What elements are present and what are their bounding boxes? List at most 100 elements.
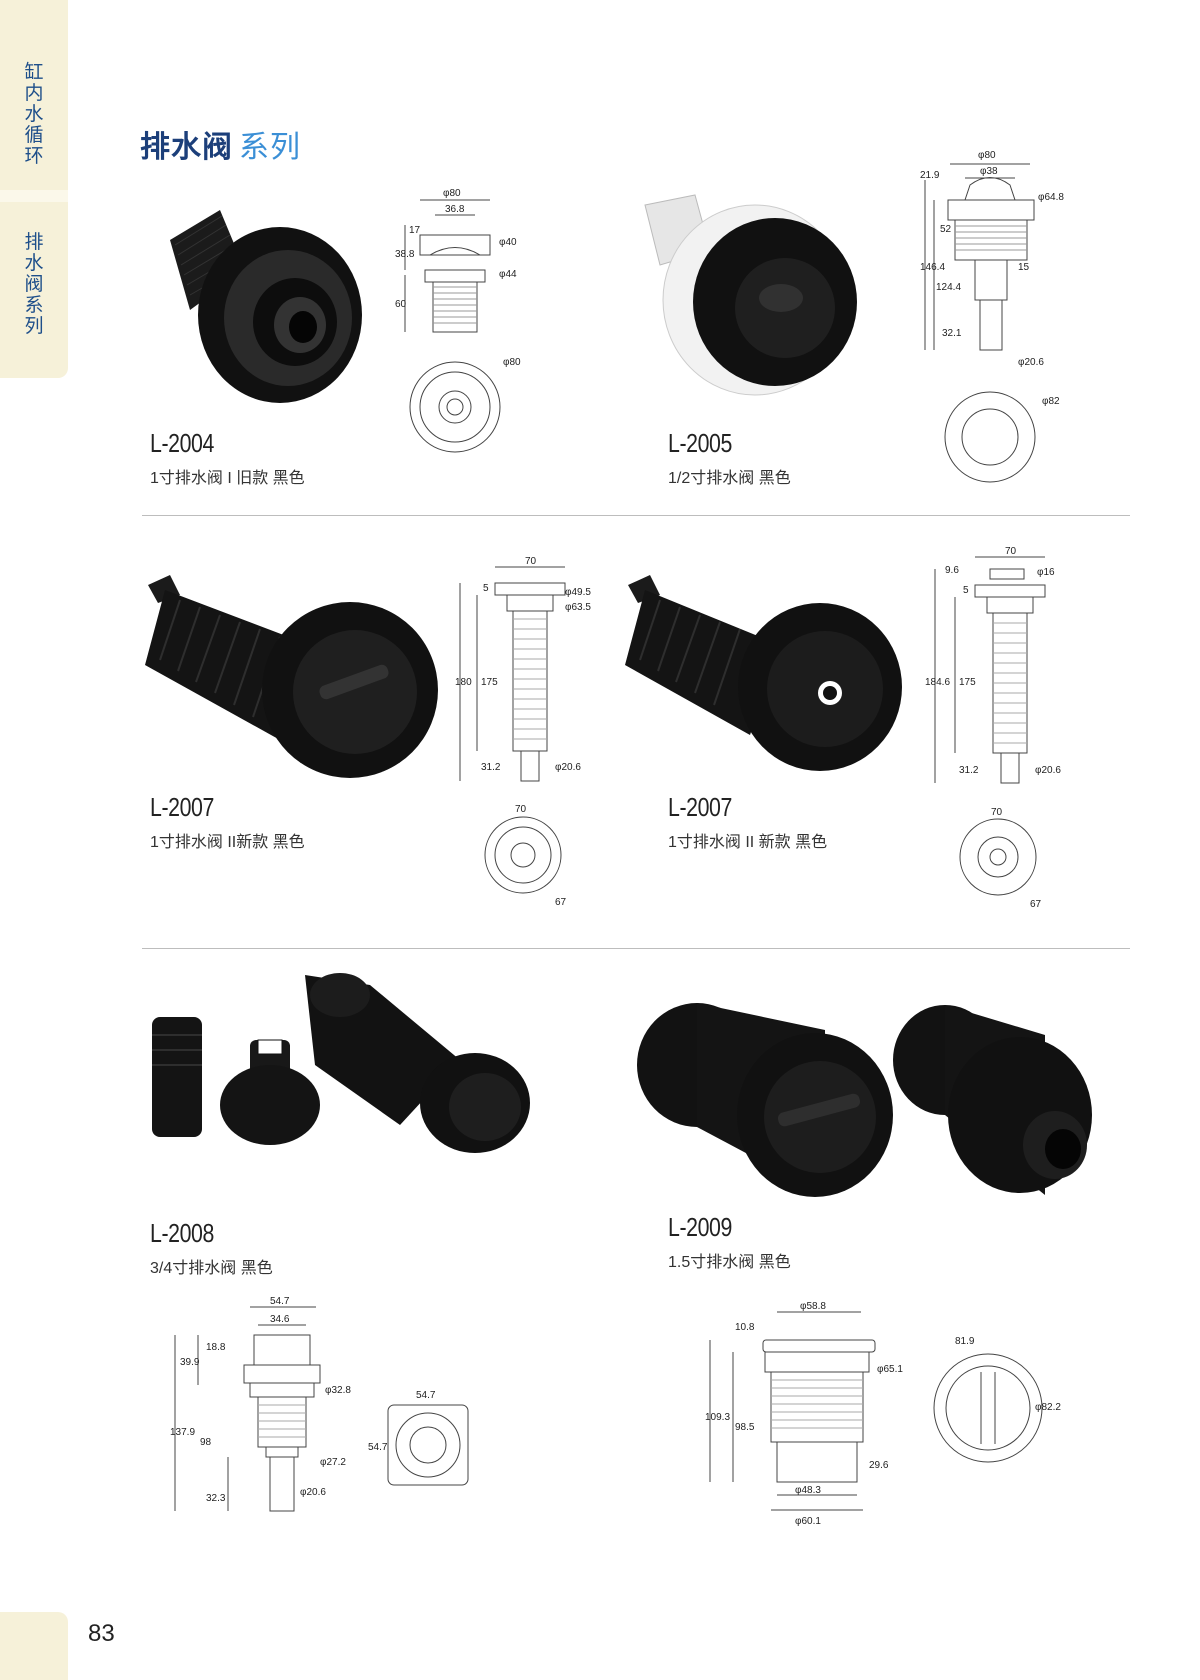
technical-drawing-l2007-a: 70 5 φ49.5 φ63.5 180 175 31.2 φ20.6 70 6… — [455, 556, 591, 908]
dim-label: 29.6 — [869, 1460, 889, 1471]
dim-label: φ80 — [443, 188, 461, 199]
dim-label: 137.9 — [170, 1427, 195, 1438]
dim-label: 32.3 — [206, 1493, 226, 1504]
dim-label: φ49.5 — [565, 587, 591, 598]
product-code: L-2005 — [668, 428, 732, 458]
dim-label: 81.9 — [955, 1336, 975, 1347]
dim-label: 146.4 — [920, 262, 945, 273]
sidebar-char: 水 — [24, 104, 44, 125]
dim-label: φ82.2 — [1035, 1402, 1061, 1413]
product-description: 1.5寸排水阀 黑色 — [668, 1254, 791, 1271]
dim-label: φ20.6 — [1035, 765, 1061, 776]
dim-label: 98 — [200, 1437, 212, 1448]
sidebar-char: 列 — [24, 316, 44, 337]
dim-label: 70 — [991, 807, 1003, 818]
dim-label: 184.6 — [925, 677, 950, 688]
dim-label: 5 — [483, 583, 489, 594]
product-photo-l2008 — [152, 973, 530, 1153]
sidebar-char: 水 — [24, 253, 44, 274]
dim-label: φ58.8 — [800, 1301, 826, 1312]
product-photo-l2004 — [170, 210, 362, 403]
dim-label: 54.7 — [416, 1390, 436, 1401]
dim-label: 175 — [481, 677, 498, 688]
product-description: 1/2寸排水阀 黑色 — [668, 470, 791, 487]
dim-label: 36.8 — [445, 204, 465, 215]
product-photo-l2009 — [637, 1003, 1092, 1197]
dim-label: 54.7 — [270, 1296, 290, 1307]
dim-label: φ40 — [499, 237, 517, 248]
dim-label: φ60.1 — [795, 1516, 821, 1527]
product-photo-l2005 — [644, 194, 857, 396]
dim-label: φ44 — [499, 269, 517, 280]
sidebar-char: 内 — [24, 83, 44, 104]
footer-tab — [0, 1612, 68, 1680]
sidebar-tab-circulation[interactable]: 缸 内 水 循 环 — [0, 0, 68, 190]
dim-label: 70 — [1005, 546, 1017, 557]
technical-drawing-l2005: φ80 φ38 21.9 φ64.8 52 146.4 124.4 15 32.… — [920, 150, 1064, 483]
page-title-sub: 系列 — [239, 131, 301, 164]
dim-label: 31.2 — [959, 765, 979, 776]
product-code: L-2004 — [150, 428, 214, 458]
dim-label: 70 — [525, 556, 537, 567]
dim-label: φ20.6 — [555, 762, 581, 773]
page-number: 83 — [88, 1620, 115, 1647]
dim-label: φ20.6 — [300, 1487, 326, 1498]
dim-label: 17 — [409, 225, 421, 236]
product-code: L-2008 — [150, 1218, 214, 1248]
dim-label: 124.4 — [936, 282, 961, 293]
dim-label: 15 — [1018, 262, 1030, 273]
dim-label: 180 — [455, 677, 472, 688]
sidebar-char: 缸 — [24, 62, 44, 83]
dim-label: φ80 — [503, 357, 521, 368]
sidebar-char: 阀 — [24, 274, 44, 295]
dim-label: φ65.1 — [877, 1364, 903, 1375]
section-divider — [142, 515, 1130, 516]
sidebar-char: 环 — [24, 146, 44, 167]
dim-label: φ16 — [1037, 567, 1055, 578]
dim-label: 39.9 — [180, 1357, 200, 1368]
dim-label: φ38 — [980, 166, 998, 177]
sidebar-char: 排 — [24, 232, 44, 253]
dim-label: φ48.3 — [795, 1485, 821, 1496]
dim-label: φ64.8 — [1038, 192, 1064, 203]
dim-label: φ27.2 — [320, 1457, 346, 1468]
technical-drawing-l2007-b: 70 9.6 5 φ16 184.6 175 31.2 φ20.6 70 67 — [925, 546, 1061, 910]
product-code: L-2007 — [150, 792, 214, 822]
dim-label: 109.3 — [705, 1412, 730, 1423]
dim-label: φ63.5 — [565, 602, 591, 613]
dim-label: 98.5 — [735, 1422, 755, 1433]
dim-label: 67 — [555, 897, 567, 908]
page-title-main: 排水阀 — [140, 131, 233, 164]
product-description: 1寸排水阀 I 旧款 黑色 — [150, 470, 305, 487]
sidebar-divider — [0, 190, 68, 202]
sidebar-tab-drain-valve[interactable]: 排 水 阀 系 列 — [0, 202, 68, 378]
sidebar-char: 系 — [24, 295, 44, 316]
sidebar-char: 循 — [24, 125, 44, 146]
section-divider — [142, 948, 1130, 949]
dim-label: 175 — [959, 677, 976, 688]
dim-label: 9.6 — [945, 565, 959, 576]
dim-label: 70 — [515, 804, 527, 815]
technical-drawing-l2008: 54.7 34.6 18.8 39.9 φ32.8 137.9 98 φ27.2… — [170, 1296, 469, 1512]
dim-label: 54.7 — [368, 1442, 388, 1453]
product-code: L-2007 — [668, 792, 732, 822]
page-title: 排水阀系列 — [140, 122, 301, 166]
product-description: 1寸排水阀 II新款 黑色 — [150, 834, 305, 851]
product-description: 3/4寸排水阀 黑色 — [150, 1260, 273, 1277]
product-photo-l2007-b — [625, 575, 902, 771]
product-code: L-2009 — [668, 1212, 732, 1242]
dim-label: φ20.6 — [1018, 357, 1044, 368]
dim-label: 5 — [963, 585, 969, 596]
dim-label: φ82 — [1042, 396, 1060, 407]
dim-label: φ80 — [978, 150, 996, 161]
dim-label: 67 — [1030, 899, 1042, 910]
dim-label: 32.1 — [942, 328, 962, 339]
dim-label: φ32.8 — [325, 1385, 351, 1396]
technical-drawing-l2009: φ58.8 10.8 φ65.1 109.3 98.5 29.6 φ48.3 φ… — [705, 1301, 1061, 1527]
dim-label: 60 — [395, 299, 407, 310]
dim-label: 34.6 — [270, 1314, 290, 1325]
dim-label: 21.9 — [920, 170, 940, 181]
dim-label: 31.2 — [481, 762, 501, 773]
technical-drawing-l2004: φ80 36.8 17 38.8 φ40 φ44 60 φ80 — [395, 188, 521, 453]
dim-label: 18.8 — [206, 1342, 226, 1353]
